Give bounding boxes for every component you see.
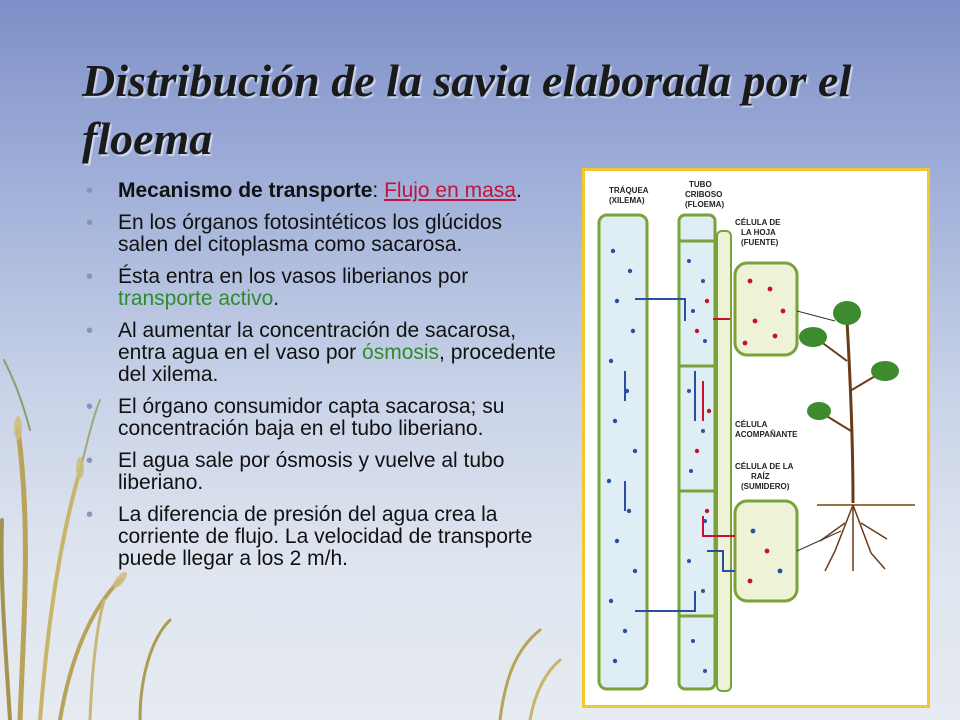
root-cell-red-dots bbox=[747, 548, 770, 584]
bullet-item: • Al aumentar la concentración de sacaro… bbox=[86, 320, 556, 386]
bullet-icon: • bbox=[86, 504, 94, 526]
connector-lines bbox=[796, 310, 842, 552]
label-raiz: RAÍZ bbox=[751, 472, 770, 481]
bullet-list: • Mecanismo de transporte: Flujo en masa… bbox=[86, 180, 556, 580]
phloem-blue-dots bbox=[687, 259, 707, 673]
xylem-tube bbox=[597, 213, 649, 691]
bullet-text: El órgano consumidor capta sacarosa; su … bbox=[118, 395, 505, 440]
bullet-text: Ésta entra en los vasos liberianos por bbox=[118, 265, 469, 288]
bullet-text: : bbox=[372, 179, 385, 202]
bullet-icon: • bbox=[86, 266, 94, 288]
bullet-text: En los órganos fotosintéticos los glúcid… bbox=[118, 211, 503, 256]
label-xilema: (XILEMA) bbox=[609, 196, 645, 205]
phloem-diagram: TRÁQUEA (XILEMA) TUBO CRIBOSO (FLOEMA) C… bbox=[582, 168, 930, 708]
label-fuente: (FUENTE) bbox=[741, 238, 779, 247]
root-cell-blue-dots bbox=[750, 528, 783, 574]
bullet-icon: • bbox=[86, 180, 94, 202]
label-celula-raiz: CÉLULA DE LA bbox=[735, 462, 794, 471]
bullet-icon: • bbox=[86, 320, 94, 342]
bullet-item: • En los órganos fotosintéticos los glúc… bbox=[86, 212, 556, 256]
leaf-cell bbox=[733, 261, 799, 357]
bullet-icon: • bbox=[86, 450, 94, 472]
bullet-item: • La diferencia de presión del agua crea… bbox=[86, 504, 556, 570]
label-celula: CÉLULA bbox=[735, 420, 768, 429]
leaf-cell-dots bbox=[742, 278, 786, 346]
bullet-bold-text: Mecanismo de transporte bbox=[118, 179, 373, 202]
highlight-text: transporte activo bbox=[118, 287, 274, 310]
bullet-icon: • bbox=[86, 396, 94, 418]
flujo-en-masa-link[interactable]: Flujo en masa bbox=[384, 179, 516, 202]
label-acompanante: ACOMPAÑANTE bbox=[735, 430, 798, 439]
bullet-icon: • bbox=[86, 212, 94, 234]
companion-cell bbox=[716, 230, 732, 692]
bullet-item: • Mecanismo de transporte: Flujo en masa… bbox=[86, 179, 556, 203]
bullet-item: • Ésta entra en los vasos liberianos por… bbox=[86, 266, 556, 310]
label-traquea: TRÁQUEA bbox=[609, 186, 649, 195]
bullet-item: • El órgano consumidor capta sacarosa; s… bbox=[86, 396, 556, 440]
flow-arrows bbox=[624, 298, 735, 612]
slide-title: Distribución de la savia elaborada por e… bbox=[82, 55, 852, 164]
label-tubo: TUBO bbox=[689, 180, 712, 189]
bullet-item: • El agua sale por ósmosis y vuelve al t… bbox=[86, 450, 556, 494]
label-la-hoja: LA HOJA bbox=[741, 228, 776, 237]
label-celula-hoja: CÉLULA DE bbox=[735, 218, 781, 227]
label-sumidero: (SUMIDERO) bbox=[741, 482, 790, 491]
sieve-plates bbox=[679, 239, 715, 618]
bullet-text: El agua sale por ósmosis y vuelve al tub… bbox=[118, 449, 505, 494]
label-criboso: CRIBOSO bbox=[685, 190, 722, 199]
phloem-diagram-svg: TRÁQUEA (XILEMA) TUBO CRIBOSO (FLOEMA) C… bbox=[597, 180, 915, 692]
bullet-text: La diferencia de presión del agua crea l… bbox=[118, 503, 533, 570]
plant-illustration bbox=[799, 301, 915, 572]
highlight-text: ósmosis bbox=[362, 341, 440, 364]
bullet-text: . bbox=[515, 179, 522, 202]
label-floema: (FLOEMA) bbox=[685, 200, 724, 209]
phloem-red-dots bbox=[694, 298, 712, 514]
bullet-text: , procedente del xilema. bbox=[118, 341, 556, 386]
bullet-text: . bbox=[273, 287, 280, 310]
bullet-text: Al aumentar la concentración de sacarosa… bbox=[118, 319, 517, 364]
